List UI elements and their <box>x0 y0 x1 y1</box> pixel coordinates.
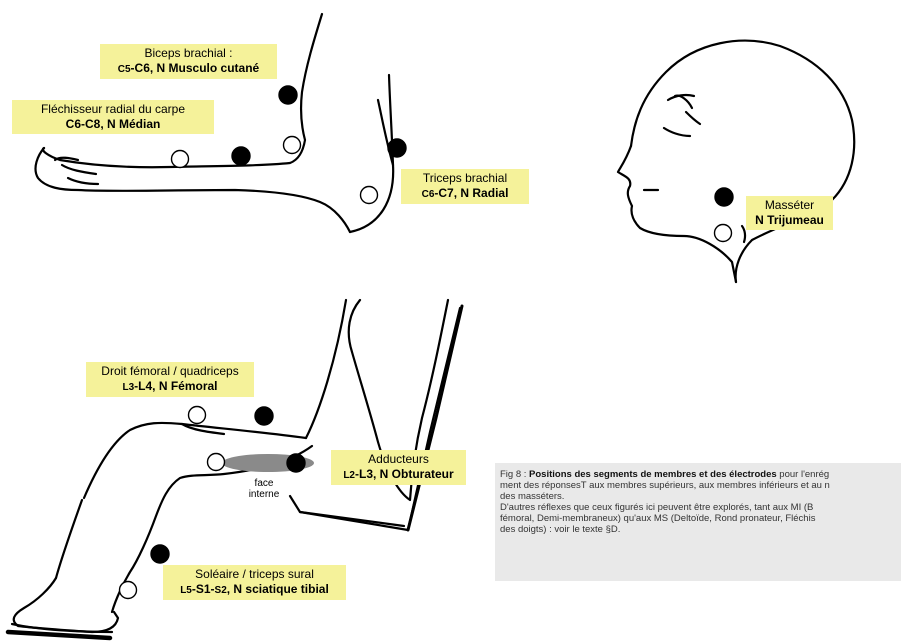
label-adducteurs: Adducteurs L2-L3, N Obturateur <box>331 450 466 485</box>
electrode-active-flechisseur <box>231 146 251 166</box>
electrode-active-biceps <box>278 85 298 105</box>
label-adducteurs-innervation: L2-L3, N Obturateur <box>343 467 454 481</box>
electrode-active-soleaire <box>150 544 170 564</box>
electrode-ref-biceps <box>282 135 302 155</box>
label-biceps-title: Biceps brachial : <box>144 46 233 60</box>
label-droit-femoral-innervation: L3-L4, N Fémoral <box>122 379 218 393</box>
caption-title: Positions des segments de membres et des… <box>529 469 777 480</box>
caption-line-6: des doigts) : voir le texte §D. <box>500 524 621 535</box>
electrode-active-masseter <box>714 187 734 207</box>
electrode-ref-triceps <box>359 185 379 205</box>
face-interne-line2: interne <box>248 489 280 500</box>
label-masseter: Masséter N Trijumeau <box>746 196 833 230</box>
electrode-ref-soleaire <box>118 580 138 600</box>
label-biceps-innervation: C5-C6, N Musculo cutané <box>117 61 260 75</box>
caption-line-4: D'autres réflexes que ceux figurés ici p… <box>500 502 814 513</box>
figure-caption: Fig 8 : Positions des segments de membre… <box>495 463 901 581</box>
electrode-ref-flechisseur <box>170 149 190 169</box>
caption-line-5: fémoral, Demi-membraneux) qu'aux MS (Del… <box>500 513 816 524</box>
chair-outline <box>288 298 464 532</box>
electrode-ref-quadriceps <box>187 405 207 425</box>
label-flechisseur-title: Fléchisseur radial du carpe <box>40 102 186 116</box>
face-interne-note: face interne <box>240 478 288 500</box>
caption-line-3: des masséters. <box>500 491 565 502</box>
label-soleaire-title: Soléaire / triceps sural <box>195 567 314 581</box>
face-interne-line1: face <box>254 478 274 489</box>
label-flechisseur: Fléchisseur radial du carpe C6-C8, N Méd… <box>12 100 214 134</box>
label-flechisseur-innervation: C6-C8, N Médian <box>65 117 161 131</box>
electrode-ref-masseter <box>713 223 733 243</box>
label-triceps: Triceps brachial C6-C7, N Radial <box>401 169 529 204</box>
electrode-active-triceps <box>387 138 407 158</box>
label-masseter-title: Masséter <box>764 198 815 212</box>
label-soleaire-innervation: L5-S1-S2, N sciatique tibial <box>180 582 329 596</box>
caption-line-2: ment des réponsesT aux membres supérieur… <box>500 480 830 491</box>
head-outline <box>616 39 856 284</box>
arm-outline <box>34 12 395 234</box>
electrode-ref-adducteurs <box>206 452 226 472</box>
label-soleaire: Soléaire / triceps sural L5-S1-S2, N sci… <box>163 565 346 600</box>
label-triceps-innervation: C6-C7, N Radial <box>421 186 509 200</box>
label-biceps: Biceps brachial : C5-C6, N Musculo cutan… <box>100 44 277 79</box>
label-adducteurs-title: Adducteurs <box>368 452 429 466</box>
label-triceps-title: Triceps brachial <box>422 171 508 185</box>
label-masseter-innervation: N Trijumeau <box>755 213 824 227</box>
label-droit-femoral-title: Droit fémoral / quadriceps <box>101 364 239 378</box>
electrode-active-adducteurs <box>286 453 306 473</box>
caption-line-1: Fig 8 : Positions des segments de membre… <box>500 469 830 480</box>
label-droit-femoral: Droit fémoral / quadriceps L3-L4, N Fémo… <box>86 362 254 397</box>
electrode-active-quadriceps <box>254 406 274 426</box>
